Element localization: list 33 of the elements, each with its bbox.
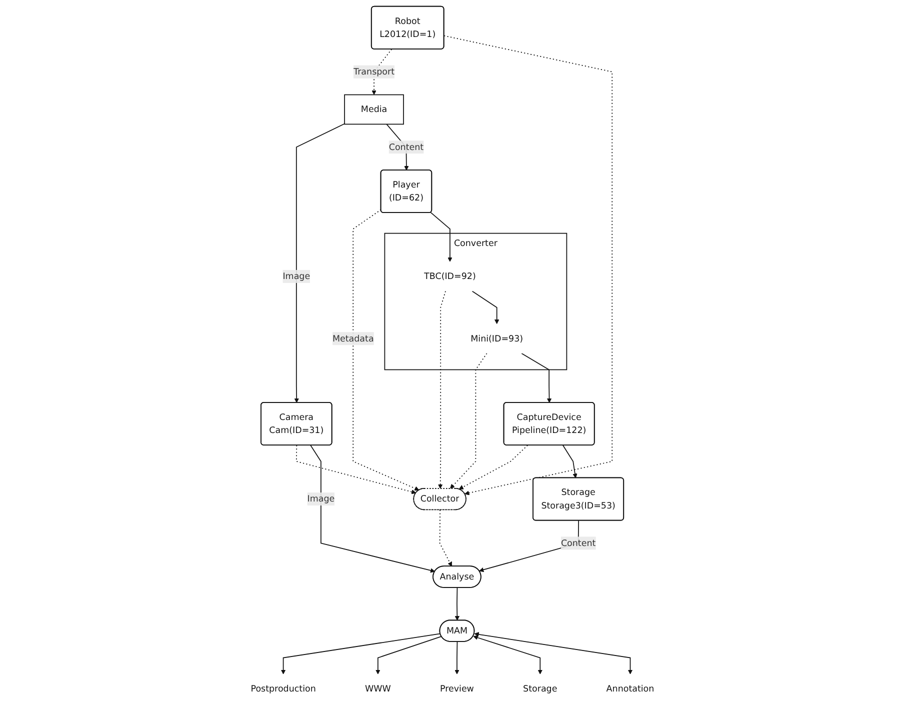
arrow <box>310 444 435 573</box>
arrow <box>454 587 460 621</box>
arrow <box>438 510 452 567</box>
arrow <box>520 352 552 403</box>
node-text: Postproduction <box>250 683 316 694</box>
edge-label: Content <box>560 538 596 548</box>
arrow <box>562 444 577 478</box>
edge-label: Transport <box>353 66 394 77</box>
arrow <box>450 352 487 489</box>
arrow <box>430 212 452 262</box>
node-text: Preview <box>440 683 474 694</box>
node-text: Annotation <box>606 683 654 694</box>
arrow <box>454 641 459 674</box>
arrow <box>296 444 416 494</box>
arrow <box>375 636 442 674</box>
node-text: WWW <box>364 683 390 694</box>
arrow <box>294 123 345 403</box>
node-text: TBC(ID=92) <box>424 270 476 282</box>
arrow <box>352 209 419 491</box>
node-text: Storage <box>522 683 557 694</box>
arrow <box>472 635 542 674</box>
arrow <box>443 35 612 496</box>
arrow <box>280 633 440 674</box>
edge-label: Image <box>306 494 334 504</box>
arrow <box>471 290 499 324</box>
edge-label: Content <box>388 142 424 152</box>
edge-label: Image <box>282 270 310 282</box>
node-text: Mini(ID=93) <box>470 333 523 344</box>
node-box: Media <box>344 94 404 125</box>
arrow <box>458 444 528 490</box>
edge-label: Metadata <box>332 333 374 344</box>
arrow <box>474 632 632 674</box>
arrow <box>437 290 446 489</box>
